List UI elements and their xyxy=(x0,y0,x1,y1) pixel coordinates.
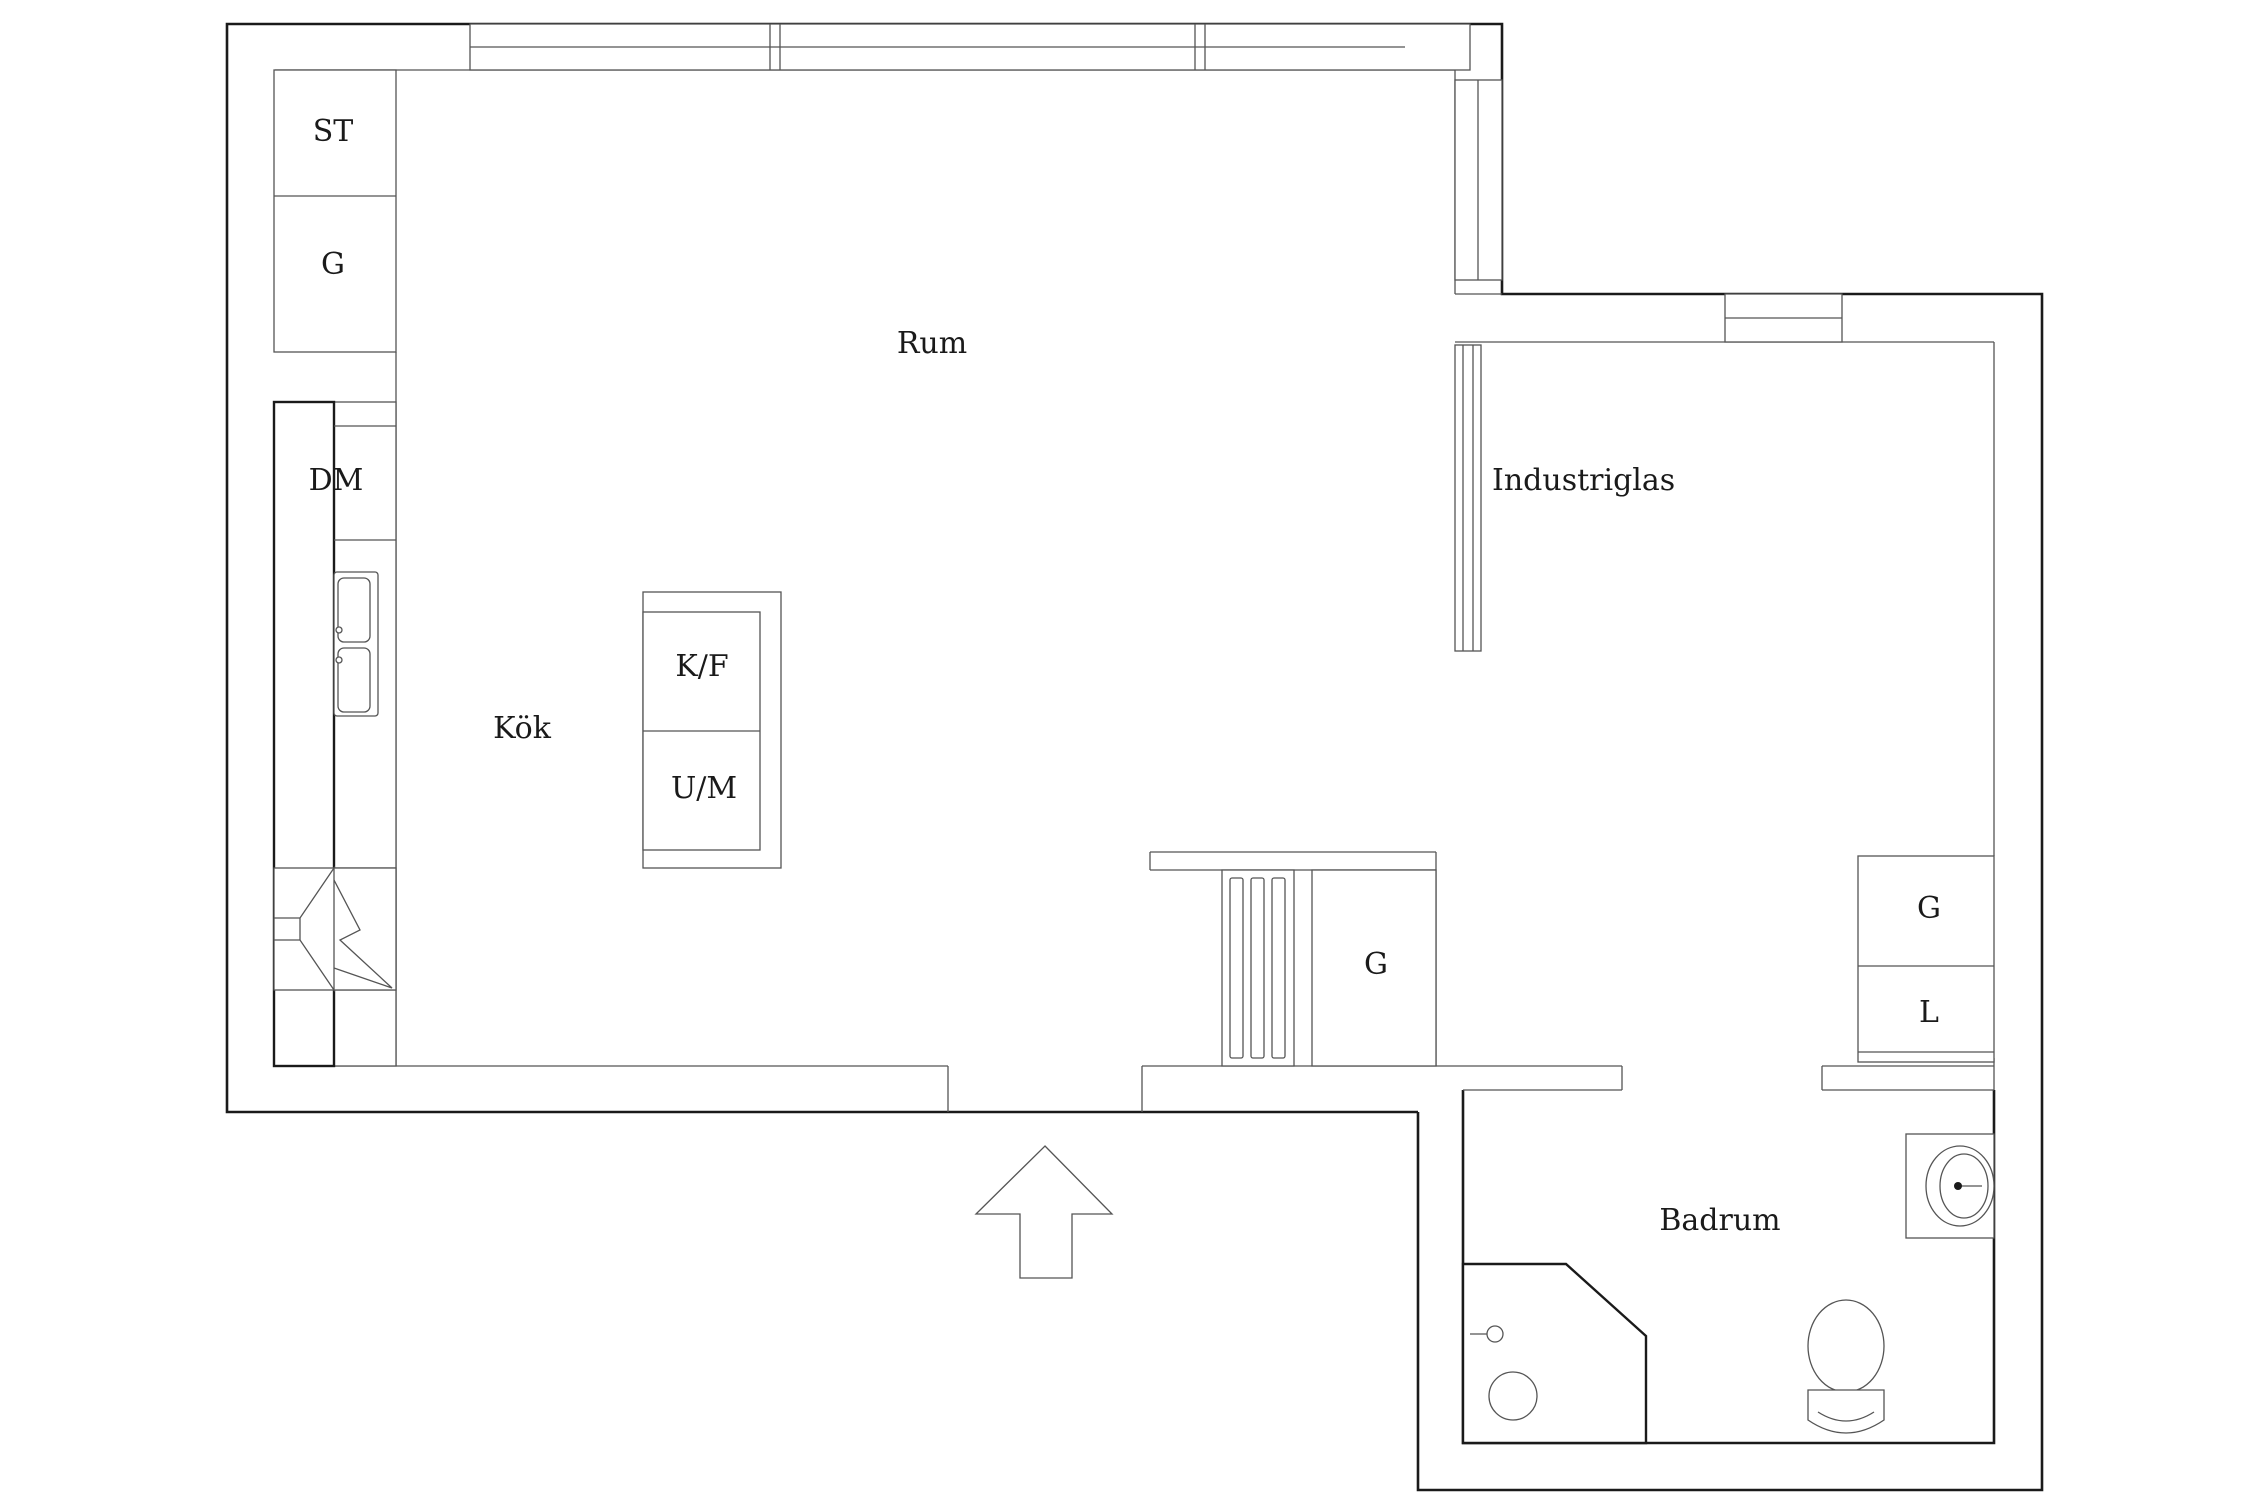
room-label-kok: Kök xyxy=(493,711,552,746)
room-label-badrum: Badrum xyxy=(1659,1203,1780,1238)
room-label-rum: Rum xyxy=(897,326,967,361)
toilet-icon xyxy=(1807,1299,1885,1434)
fixture-label-linen: L xyxy=(1919,995,1939,1030)
entrance-arrow-icon xyxy=(974,1145,1114,1279)
hall-wardrobe xyxy=(1311,869,1437,1067)
fixture-label-kf: K/F xyxy=(675,649,728,684)
stove-icon xyxy=(273,865,397,993)
fixture-label-wardrobe-hall: G xyxy=(1364,947,1388,982)
right-storage xyxy=(1857,855,1995,1063)
fixture-label-dm: DM xyxy=(309,463,364,498)
fixture-label-st: ST xyxy=(313,114,354,149)
sink-icon xyxy=(333,571,379,717)
fixture-label-um: U/M xyxy=(671,771,737,806)
radiator-icon xyxy=(1221,869,1295,1067)
partition-label-industriglas: Industriglas xyxy=(1492,463,1675,498)
washbasin-icon xyxy=(1905,1133,1995,1239)
outer-walls xyxy=(225,22,2044,1492)
inner-lines xyxy=(275,69,1995,1112)
fixture-label-wardrobe-top-left: G xyxy=(321,247,345,282)
fixture-label-wardrobe-right: G xyxy=(1917,891,1941,926)
kitchen-island xyxy=(642,591,782,869)
windows xyxy=(469,23,1843,343)
shower-icon xyxy=(1461,1262,1648,1445)
glass-partition xyxy=(1454,344,1482,652)
